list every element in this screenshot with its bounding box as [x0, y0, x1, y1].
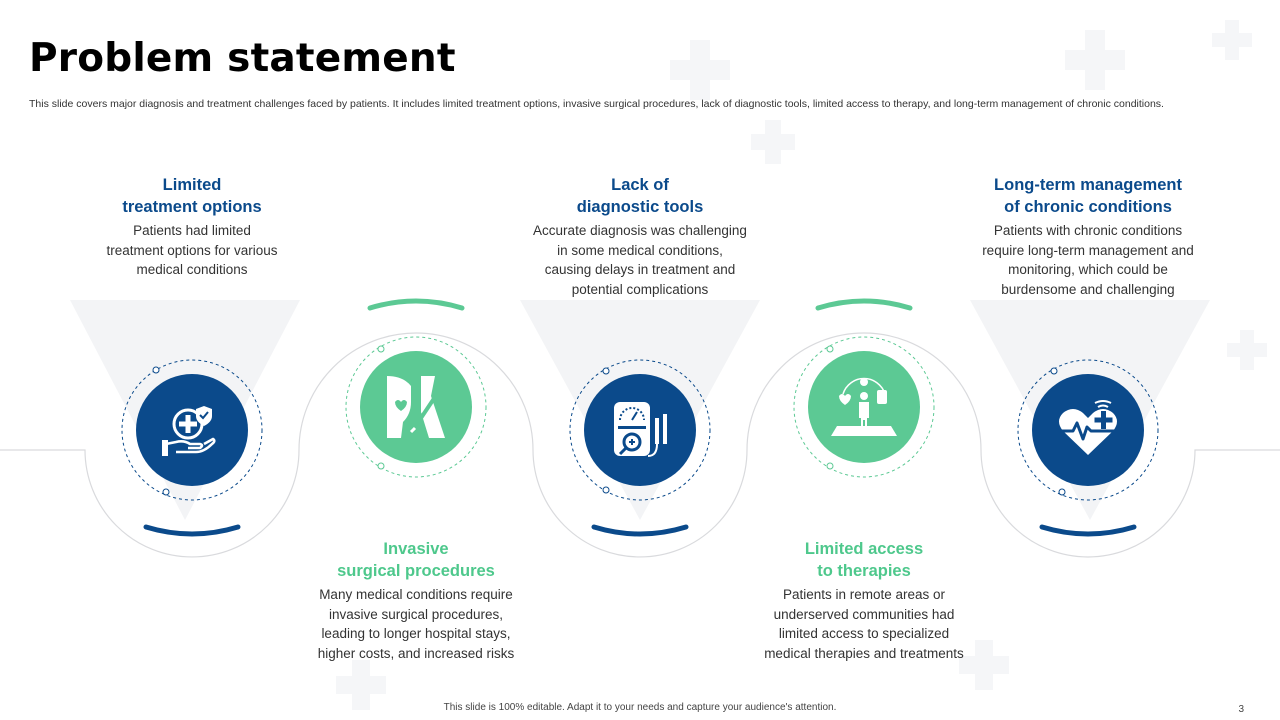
item-invasive-surgical: Invasive surgical procedures Many medica… [296, 538, 536, 663]
item-description: Patients with chronic conditions require… [982, 223, 1194, 297]
item-limited-access: Limited access to therapies Patients in … [744, 538, 984, 663]
item-heading: Invasive surgical procedures [337, 540, 495, 580]
item-heading: Limited treatment options [122, 176, 262, 216]
item-description: Patients in remote areas or underserved … [764, 587, 964, 661]
page-title: Problem statement [29, 36, 456, 81]
item-heading: Long-term management of chronic conditio… [994, 176, 1182, 216]
item-description: Patients had limited treatment options f… [106, 223, 278, 277]
page-subtitle: This slide covers major diagnosis and tr… [29, 98, 1164, 110]
hand-medical-cross-icon [136, 374, 248, 486]
item-description: Many medical conditions require invasive… [317, 587, 515, 661]
heart-monitor-icon [1032, 374, 1144, 486]
item-heading: Lack of diagnostic tools [576, 176, 704, 216]
footer-note: This slide is 100% editable. Adapt it to… [443, 702, 837, 713]
item-long-term-management: Long-term management of chronic conditio… [958, 174, 1218, 299]
item-heading: Limited access to therapies [804, 540, 924, 580]
page-number: 3 [1238, 704, 1244, 715]
item-limited-treatment: Limited treatment options Patients had l… [72, 174, 312, 280]
diagnostic-device-icon [584, 374, 696, 486]
surgery-icon [360, 351, 472, 463]
therapy-person-icon [808, 351, 920, 463]
item-description: Accurate diagnosis was challenging in so… [533, 223, 747, 297]
item-lack-diagnostic: Lack of diagnostic tools Accurate diagno… [510, 174, 770, 299]
